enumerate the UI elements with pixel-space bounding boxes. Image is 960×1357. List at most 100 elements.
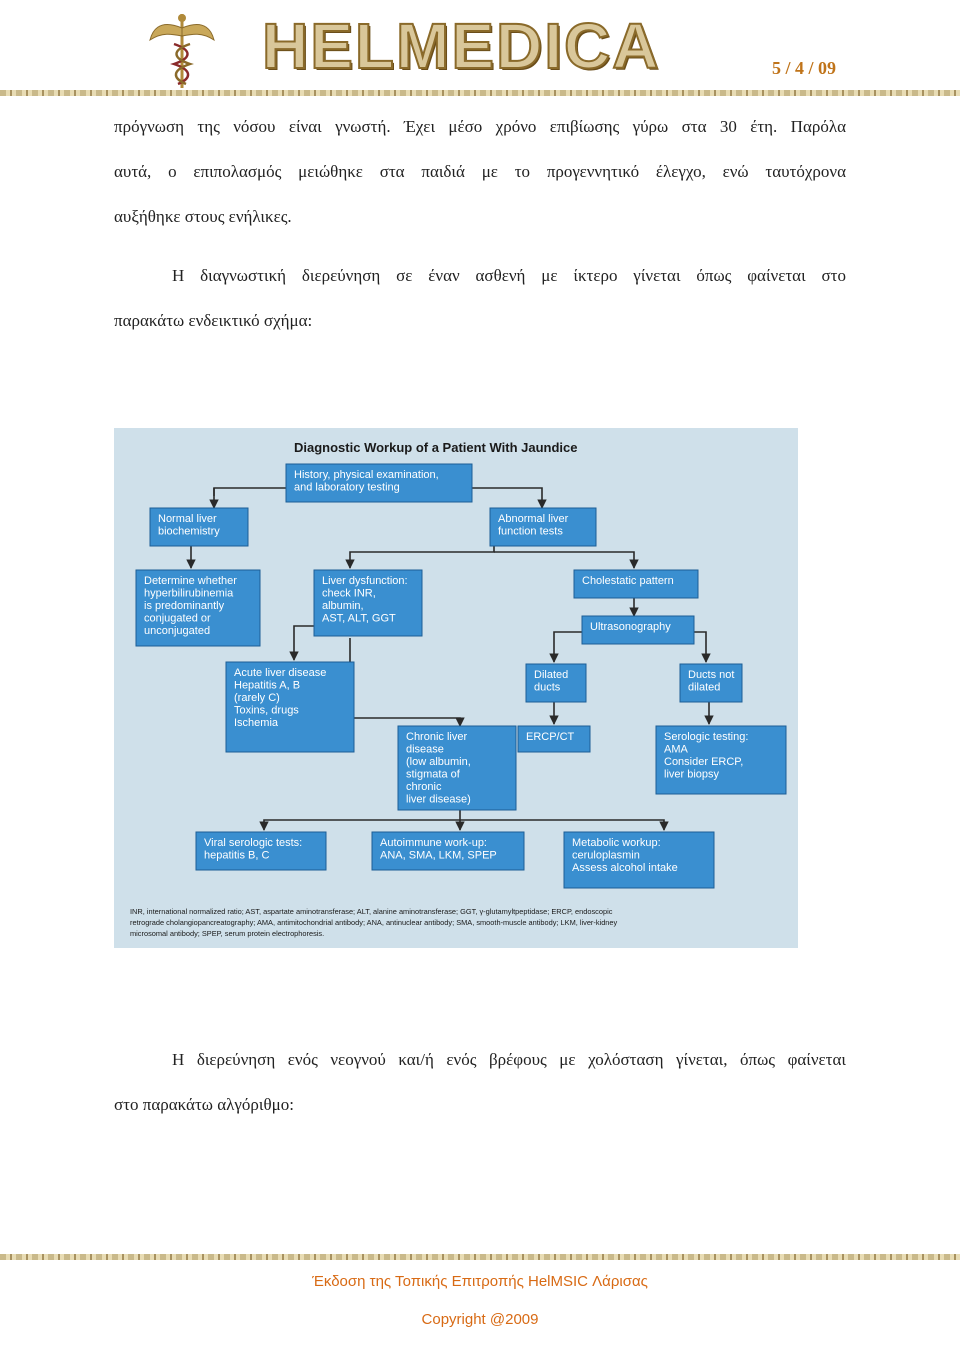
box-rect bbox=[313, 569, 423, 637]
box-rect bbox=[225, 661, 355, 753]
box-ultrasonography: Ultrasonography bbox=[581, 615, 695, 645]
box-line: Chronic liver bbox=[406, 731, 467, 743]
diagram-title: Diagnostic Workup of a Patient With Jaun… bbox=[294, 440, 578, 455]
box-line: Ultrasonography bbox=[590, 621, 671, 633]
box-rect bbox=[397, 725, 517, 811]
paragraph-line: αυξήθηκε στους ενήλικες. bbox=[114, 207, 292, 226]
box-rect bbox=[285, 463, 473, 503]
box-line: hepatitis B, C bbox=[204, 850, 269, 862]
box-line: albumin, bbox=[322, 600, 364, 612]
footer-publisher: Έκδοση της Τοπικής Επιτροπής HelMSIC Λάρ… bbox=[312, 1273, 648, 1290]
box-rect bbox=[563, 831, 715, 889]
paragraph-line: πρόγνωση της νόσου είναι γνωστή. Έχει μέ… bbox=[114, 117, 846, 136]
box-autoimmune: Autoimmune work-up:ANA, SMA, LKM, SPEP bbox=[371, 831, 525, 871]
box-line: ducts bbox=[534, 682, 561, 694]
paragraph-line: Η διαγνωστική διερεύνηση σε έναν ασθενή … bbox=[172, 266, 846, 285]
box-line: ceruloplasmin bbox=[572, 850, 640, 862]
paragraph-2: Η διαγνωστική διερεύνηση σε έναν ασθενή … bbox=[114, 264, 846, 333]
box-line: Cholestatic pattern bbox=[582, 575, 674, 587]
box-line: Serologic testing: bbox=[664, 731, 748, 743]
footnote-line: retrograde cholangiopancreatography; AMA… bbox=[130, 918, 618, 927]
box-line: conjugated or bbox=[144, 613, 211, 625]
box-rect bbox=[581, 615, 695, 645]
box-line: ERCP/CT bbox=[526, 731, 575, 743]
issue-date: 5 / 4 / 09 bbox=[772, 58, 837, 78]
box-line: AST, ALT, GGT bbox=[322, 613, 396, 625]
box-line: Normal liver bbox=[158, 513, 217, 525]
box-line: ANA, SMA, LKM, SPEP bbox=[380, 850, 497, 862]
box-line: Ischemia bbox=[234, 717, 279, 729]
box-line: check INR, bbox=[322, 588, 376, 600]
box-rect bbox=[655, 725, 787, 795]
box-line: Acute liver disease bbox=[234, 667, 326, 679]
box-line: Dilated bbox=[534, 669, 568, 681]
box-rect bbox=[679, 663, 743, 703]
paragraph-line: αυτά, ο επιπολασμός μειώθηκε στα παιδιά … bbox=[114, 162, 846, 181]
box-line: Toxins, drugs bbox=[234, 705, 299, 717]
box-line: Consider ERCP, bbox=[664, 756, 743, 768]
box-line: unconjugated bbox=[144, 625, 210, 637]
box-line: dilated bbox=[688, 682, 720, 694]
box-rect bbox=[195, 831, 327, 871]
box-line: Assess alcohol intake bbox=[572, 862, 678, 874]
box-history: History, physical examination,and labora… bbox=[285, 463, 473, 503]
box-cholestatic: Cholestatic pattern bbox=[573, 569, 699, 599]
box-line: disease bbox=[406, 744, 444, 756]
paragraph-3: Η διερεύνηση ενός νεογνού και/ή ενός βρέ… bbox=[114, 1048, 846, 1117]
box-rect bbox=[371, 831, 525, 871]
box-rect bbox=[149, 507, 249, 547]
helmedica-logo-text: HELMEDICA bbox=[261, 9, 661, 83]
box-line: Viral serologic tests: bbox=[204, 837, 302, 849]
box-line: Metabolic workup: bbox=[572, 837, 661, 849]
caduceus-logo-icon bbox=[149, 14, 215, 88]
page-header: HELMEDICA 5 / 4 / 09 bbox=[0, 0, 960, 100]
box-line: and laboratory testing bbox=[294, 482, 400, 494]
box-line: Ducts not bbox=[688, 669, 734, 681]
box-line: (rarely C) bbox=[234, 692, 280, 704]
box-line: Liver dysfunction: bbox=[322, 575, 408, 587]
box-ercp: ERCP/CT bbox=[517, 725, 591, 753]
box-rect bbox=[525, 663, 587, 703]
box-line: biochemistry bbox=[158, 526, 220, 538]
box-line: stigmata of bbox=[406, 769, 461, 781]
box-line: Abnormal liver bbox=[498, 513, 569, 525]
box-line: History, physical examination, bbox=[294, 469, 439, 481]
box-line: Determine whether bbox=[144, 575, 237, 587]
connector-lines bbox=[186, 487, 714, 831]
header-divider bbox=[0, 90, 960, 96]
box-line: chronic bbox=[406, 781, 442, 793]
box-line: Autoimmune work-up: bbox=[380, 837, 487, 849]
box-line: is predominantly bbox=[144, 600, 225, 612]
footnote-line: INR, international normalized ratio; AST… bbox=[130, 907, 613, 916]
box-line: (low albumin, bbox=[406, 756, 471, 768]
paragraph-line: Η διερεύνηση ενός νεογνού και/ή ενός βρέ… bbox=[172, 1050, 846, 1069]
diagram-boxes: History, physical examination,and labora… bbox=[135, 463, 787, 889]
box-line: function tests bbox=[498, 526, 563, 538]
footer-divider bbox=[0, 1254, 960, 1260]
box-line: AMA bbox=[664, 744, 689, 756]
diagram-footnote: INR, international normalized ratio; AST… bbox=[130, 907, 618, 938]
box-rect bbox=[573, 569, 699, 599]
paragraph-line: στο παρακάτω αλγόριθμο: bbox=[114, 1095, 294, 1114]
footer-copyright: Copyright @2009 bbox=[421, 1311, 539, 1328]
box-rect bbox=[489, 507, 597, 547]
jaundice-workup-diagram: History, physical examination,and labora… bbox=[114, 428, 798, 948]
box-rect bbox=[135, 569, 261, 647]
box-line: hyperbilirubinemia bbox=[144, 588, 234, 600]
box-line: liver biopsy bbox=[664, 769, 720, 781]
box-rect bbox=[517, 725, 591, 753]
box-dysfunction: Liver dysfunction:check INR,albumin,AST,… bbox=[313, 569, 423, 637]
box-viral: Viral serologic tests:hepatitis B, C bbox=[195, 831, 327, 871]
footnote-line: microsomal antibody; SPEP, serum protein… bbox=[130, 929, 324, 938]
box-line: Hepatitis A, B bbox=[234, 680, 300, 692]
paragraph-1: πρόγνωση της νόσου είναι γνωστή. Έχει μέ… bbox=[114, 115, 846, 229]
box-line: liver disease) bbox=[406, 794, 471, 806]
